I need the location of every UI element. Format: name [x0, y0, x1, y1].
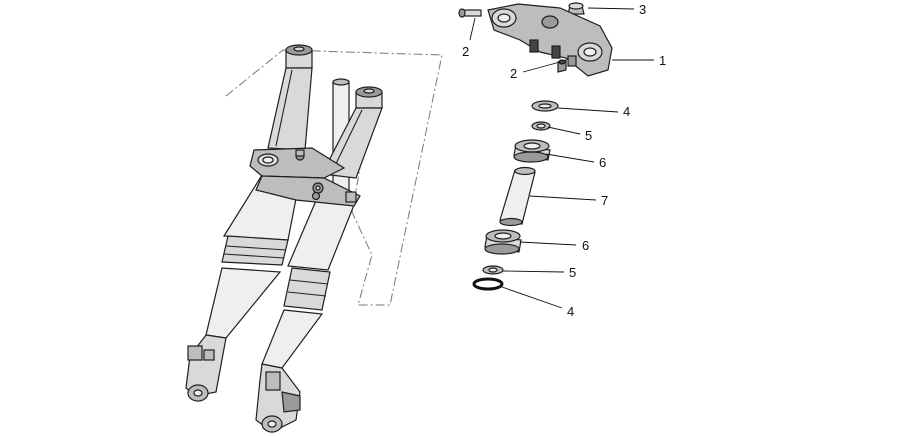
part-4-seal-upper: [531, 100, 559, 112]
callout-3: 3: [639, 2, 646, 17]
part-7-steering-tube: [499, 166, 536, 227]
callout-2-upper: 2: [462, 44, 469, 59]
part-2-screw-lower: [557, 59, 567, 73]
callout-5-lower: 5: [569, 265, 576, 280]
callout-1: 1: [659, 53, 666, 68]
part-1-upper-clamp: [487, 3, 613, 77]
part-6-bearing-lower: [484, 229, 522, 255]
callout-7: 7: [601, 193, 608, 208]
part-5-ring-lower: [482, 265, 504, 275]
part-6-bearing-upper: [513, 139, 551, 163]
part-2-bolt-upper: [458, 8, 482, 18]
callout-labels: 3 2 1 2 4 5 6 7 6 5 4: [462, 2, 666, 319]
callout-6-lower: 6: [582, 238, 589, 253]
callout-6-upper: 6: [599, 155, 606, 170]
callout-2-lower: 2: [510, 66, 517, 81]
callout-5-upper: 5: [585, 128, 592, 143]
part-4-seal-lower: [472, 277, 504, 291]
upper-triple-clamp: [249, 147, 346, 179]
callout-leaders: [469, 7, 654, 309]
part-5-ring-upper: [531, 121, 551, 131]
callout-4-lower: 4: [567, 304, 574, 319]
fork-leg-right: [255, 86, 383, 433]
fork-assembly: [185, 44, 383, 433]
callout-4-upper: 4: [623, 104, 630, 119]
lower-triple-clamp: [255, 175, 361, 207]
fork-leg-left: [185, 44, 313, 402]
